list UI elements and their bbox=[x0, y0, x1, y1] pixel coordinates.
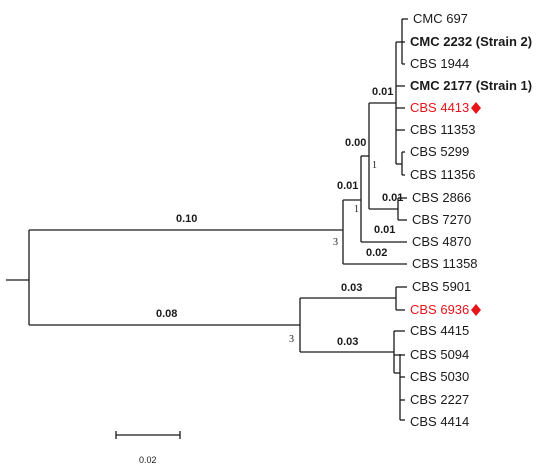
branch-length-labels: 0.10 0.08 0.01 0.00 0.01 0.01 0.01 0.02 … bbox=[156, 86, 403, 348]
tip-label-cbs2227: CBS 2227 bbox=[410, 392, 469, 407]
tip-label-cbs11358: CBS 11358 bbox=[412, 256, 478, 271]
edge-label-11358: 0.02 bbox=[366, 247, 387, 259]
tip-label-cbs4870: CBS 4870 bbox=[412, 234, 471, 249]
tip-label-cbs2866: CBS 2866 bbox=[412, 190, 471, 205]
tip-label-cmc2177: CMC 2177 (Strain 1) bbox=[410, 78, 532, 93]
edge-label-inner-a: 0.01 bbox=[337, 180, 358, 192]
tip-label-cmc697: CMC 697 bbox=[413, 11, 468, 26]
edge-label-upper-main: 0.10 bbox=[176, 213, 197, 225]
diamond-icon bbox=[471, 102, 481, 114]
node-label-inner-1b: 1 bbox=[372, 160, 377, 171]
edge-label-inner-c: 0.01 bbox=[372, 86, 393, 98]
edge-label-2866-7270: 0.01 bbox=[382, 192, 403, 204]
edge-label-lower-sub: 0.03 bbox=[337, 336, 358, 348]
tip-label-cbs11356: CBS 11356 bbox=[410, 167, 476, 182]
tip-labels: CMC 697 CMC 2232 (Strain 2) CBS 1944 CMC… bbox=[410, 11, 532, 429]
node-label-lower: 3 bbox=[289, 334, 294, 345]
highlight-markers bbox=[471, 102, 481, 316]
tip-label-cbs5299: CBS 5299 bbox=[410, 144, 469, 159]
edge-label-inner-b: 0.00 bbox=[345, 137, 366, 149]
tip-label-cbs5030: CBS 5030 bbox=[410, 369, 469, 384]
tip-label-cmc2232: CMC 2232 (Strain 2) bbox=[410, 34, 532, 49]
tip-label-cbs4415: CBS 4415 bbox=[410, 323, 469, 338]
tip-label-cbs1944: CBS 1944 bbox=[410, 56, 469, 71]
edge-label-5901-6936: 0.03 bbox=[341, 282, 362, 294]
tip-label-cbs5094: CBS 5094 bbox=[410, 347, 469, 362]
tip-label-cbs11353: CBS 11353 bbox=[410, 122, 476, 137]
edge-label-lower-main: 0.08 bbox=[156, 308, 177, 320]
tip-label-cbs4413: CBS 4413 bbox=[410, 100, 469, 115]
node-label-inner-1a: 1 bbox=[354, 204, 359, 215]
edge-label-4870: 0.01 bbox=[374, 224, 395, 236]
tip-label-cbs5901: CBS 5901 bbox=[412, 279, 471, 294]
tip-label-cbs7270: CBS 7270 bbox=[412, 212, 471, 227]
tip-label-cbs4414: CBS 4414 bbox=[410, 414, 469, 429]
tip-label-cbs6936: CBS 6936 bbox=[410, 302, 469, 317]
node-support-labels: 3 3 1 1 bbox=[289, 160, 377, 345]
node-label-upper: 3 bbox=[333, 237, 338, 248]
scale-bar-label: 0.02 bbox=[139, 455, 157, 465]
tree-branches bbox=[6, 18, 408, 439]
diamond-icon bbox=[471, 304, 481, 316]
